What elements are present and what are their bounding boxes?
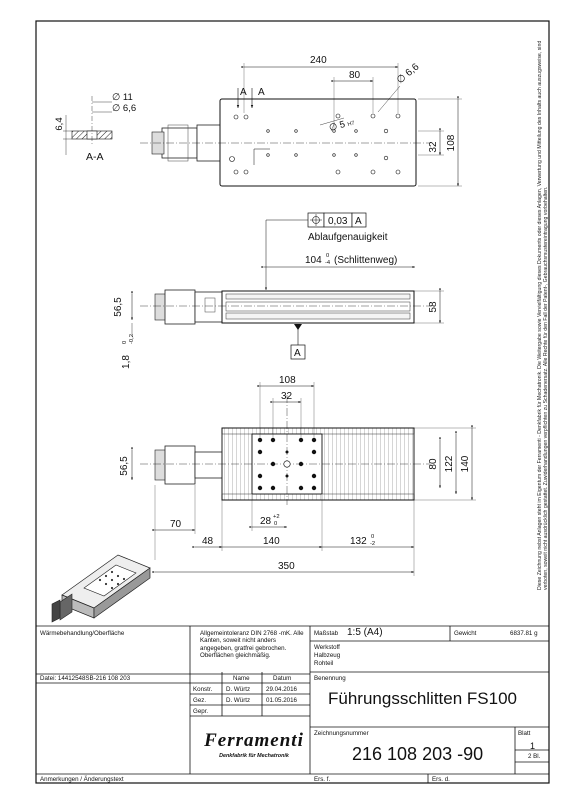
legal-note: Diese Zeichnung nebst Anlagen steht im E… (537, 40, 550, 590)
plan-dim-32: 32 (281, 391, 293, 402)
stroke-caption: (Schlittenweg) (334, 255, 397, 266)
company-name: Ferramenti (204, 730, 304, 751)
title-block-grid (36, 625, 549, 783)
plan-dim-132-tol-upper: 0 (371, 534, 374, 540)
top-dim-80: 80 (349, 70, 361, 81)
side-dim-565: 56,5 (113, 297, 124, 317)
plan-dim-28: 28 (260, 516, 272, 527)
heat-treatment-label: Wärmebehandlung/Oberfläche (40, 630, 125, 637)
col-name-header: Name (233, 675, 250, 682)
plan-dim-108: 108 (279, 375, 296, 386)
tolerance-caption: Ablaufgenauigkeit (308, 232, 388, 243)
tolerance-datum: A (355, 216, 362, 227)
drawing-number-label: Zeichnungsnummer (314, 730, 369, 737)
plan-dim-350: 350 (278, 561, 295, 572)
sheet-value: 1 (530, 741, 536, 751)
section-d66-dim: ∅ 6,6 (112, 103, 136, 114)
konstr-name: D. Würtz (226, 686, 251, 693)
plan-dim-140: 140 (263, 536, 280, 547)
top-view: A A 240 80 ∅ 6,6 ∅ 5 H7 32 108 (140, 55, 462, 187)
side-dim-18-tol-lower: -0,2 (129, 334, 135, 344)
section-label: A-A (86, 151, 104, 163)
top-hole-dim: ∅ 6,6 (395, 61, 422, 86)
sheet-frame (35, 20, 550, 784)
plan-view: 108 32 56,5 80 122 140 70 28 +2 0 48 140 (119, 375, 476, 576)
top-dim-d5-tol: H7 (347, 120, 355, 128)
konstr-date: 29.04.2016 (266, 686, 297, 693)
section-d11-dim: ∅ 11 (112, 92, 133, 103)
side-dim-18-tol-upper: 0 (122, 341, 128, 344)
plan-dim-132-tol-lower: -2 (370, 541, 375, 547)
plan-dim-28-tol-upper: +2 (273, 514, 280, 520)
weight-label: Gewicht (454, 630, 477, 637)
scale-label: Maßstab (314, 630, 339, 637)
row-gez: Gez. (193, 697, 207, 704)
stroke-dim: 104 (305, 255, 322, 266)
sheet-label: Blatt (518, 730, 531, 737)
semi-finished-label: Halbzeug (314, 652, 341, 659)
raw-part-label: Rohteil (314, 660, 334, 667)
general-tolerance: Allgemeintoleranz DIN 2768 -mK. Alle Kan… (200, 630, 304, 660)
scale-value: 1:5 (A4) (347, 627, 383, 638)
plan-dim-565: 56,5 (119, 456, 130, 476)
top-dim-32: 32 (428, 141, 439, 153)
gez-name: D. Würtz (226, 697, 251, 704)
designation-value: Führungsschlitten FS100 (328, 689, 517, 708)
material-label: Werkstoff (314, 644, 340, 651)
section-a-a: 6,4 ∅ 11 ∅ 6,6 A-A (54, 92, 136, 163)
side-dim-58: 58 (428, 301, 439, 313)
top-dim-d5: ∅ 5 (328, 119, 346, 134)
stroke-tol-lower: -4 (325, 260, 331, 266)
top-dim-240: 240 (310, 55, 327, 66)
weight-value: 6837.81 g (510, 630, 538, 637)
side-dim-18: 1,8 (121, 355, 132, 369)
stroke-tol-upper: 0 (326, 253, 329, 259)
side-view: 0,03 A Ablaufgenauigkeit 104 0 -4 (Schli… (113, 212, 444, 369)
drawing-number: 216 108 203 -90 (352, 744, 484, 764)
gez-date: 01.05.2016 (266, 697, 297, 704)
plan-dim-70: 70 (170, 519, 182, 530)
designation-label: Benennung (314, 675, 346, 682)
company-tagline: Denkfabrik für Mechatronik (219, 753, 289, 759)
company-logo: Ferramenti Denkfabrik für Mechatronik (200, 730, 308, 766)
sheet-total: 2 Bl. (528, 753, 541, 760)
plan-dim-122: 122 (444, 455, 455, 472)
col-date-header: Datum (273, 675, 292, 682)
row-gepr: Gepr. (193, 708, 209, 715)
plan-dim-140-vertical: 140 (460, 455, 471, 472)
replaces-label: Ers. f. (314, 776, 331, 783)
plan-dim-28-tol-lower: 0 (274, 521, 277, 527)
plan-dim-48: 48 (202, 536, 214, 547)
cut-mark-a1: A (240, 87, 247, 98)
tolerance-value: 0,03 (328, 216, 348, 227)
cut-mark-a2: A (258, 87, 265, 98)
plan-dim-132: 132 (350, 536, 367, 547)
section-depth-dim: 6,4 (54, 117, 65, 130)
remarks-label: Anmerkungen / Änderungstext (40, 776, 124, 783)
top-dim-108: 108 (446, 134, 457, 151)
file-label: Datei: 14412548SB-216 108 203 (40, 675, 131, 682)
replaced-by-label: Ers. d. (432, 776, 450, 783)
isometric-view (51, 554, 151, 623)
row-konstr: Konstr. (193, 686, 213, 693)
plan-dim-80: 80 (428, 458, 439, 470)
datum-a: A (294, 348, 301, 359)
